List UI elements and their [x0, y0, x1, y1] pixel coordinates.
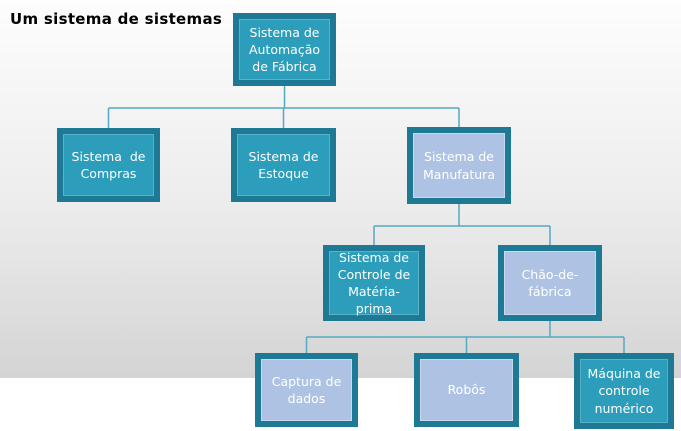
node-label: Sistema de Controle de Matéria- prima	[337, 249, 411, 317]
diagram-title: Um sistema de sistemas	[10, 10, 223, 28]
node-label: Máquina de controle numérico	[587, 366, 661, 416]
node-label: Sistema de Estoque	[248, 148, 319, 181]
node-sistema-controle-materia-prima: Sistema de Controle de Matéria- prima	[323, 245, 425, 321]
node-label: Sistema de Manufatura	[423, 149, 495, 182]
node-sistema-compras: Sistema de Compras	[57, 128, 160, 202]
node-captura-de-dados: Captura de dados	[255, 353, 358, 427]
node-maquina-controle-numerico: Máquina de controle numérico	[574, 353, 674, 429]
node-label: Chão-de- fábrica	[521, 266, 579, 299]
node-chao-de-fabrica: Chão-de- fábrica	[498, 245, 602, 321]
node-label: Captura de dados	[271, 373, 342, 406]
node-sistema-automacao-fabrica: Sistema de Automação de Fábrica	[233, 13, 336, 86]
node-robos: Robôs	[414, 353, 519, 427]
node-label: Sistema de Automação de Fábrica	[248, 24, 321, 75]
node-sistema-manufatura: Sistema de Manufatura	[407, 127, 511, 204]
node-sistema-estoque: Sistema de Estoque	[231, 128, 336, 202]
node-label: Sistema de Compras	[71, 148, 146, 181]
node-label: Robôs	[447, 382, 486, 398]
